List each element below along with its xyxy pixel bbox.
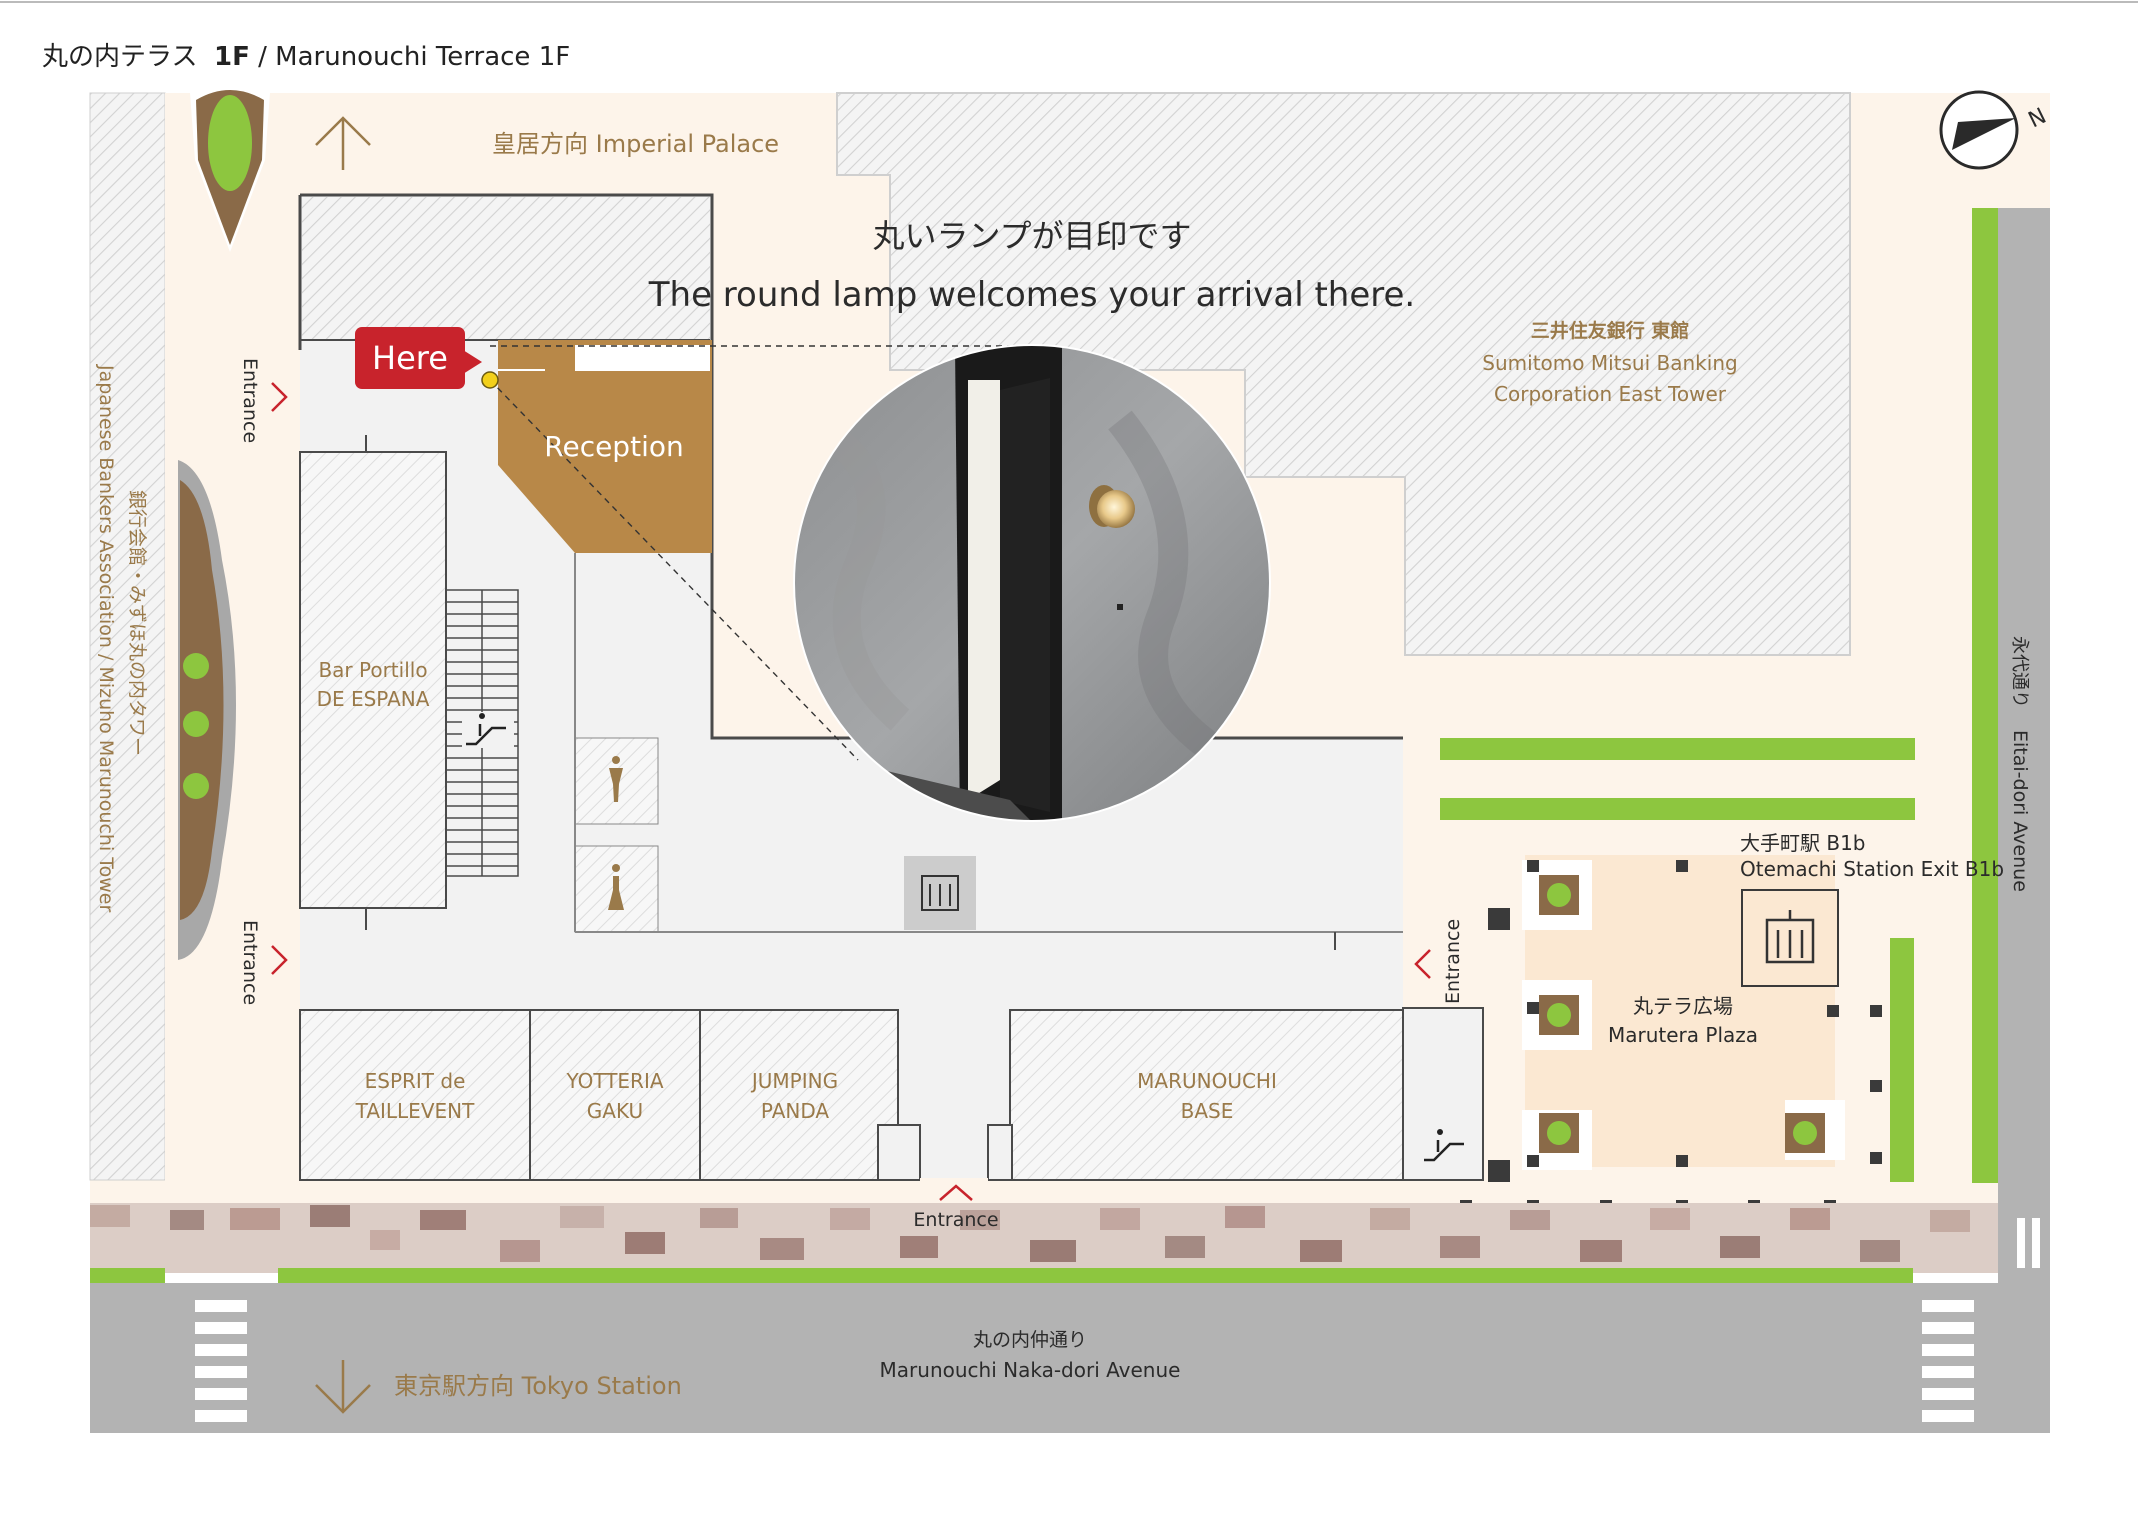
bankers-building [89, 92, 166, 1181]
entrance-label-left-bottom: Entrance [239, 920, 261, 1005]
jumping-label-2: PANDA [761, 1099, 829, 1123]
hedge [1972, 208, 1998, 1183]
nakadori-label-en: Marunouchi Naka-dori Avenue [880, 1358, 1181, 1382]
jumping-panda-shop [699, 1009, 899, 1181]
entrance-label-bottom: Entrance [913, 1209, 998, 1231]
paving-band [90, 1203, 1998, 1273]
eitai-dori-avenue [1998, 208, 2050, 1203]
yotteria-label-1: YOTTERIA [565, 1069, 663, 1093]
escalator-area [1402, 1007, 1484, 1181]
naka-dori-avenue [90, 1283, 2050, 1433]
compass-icon [1939, 90, 2019, 170]
jumping-label-1: JUMPING [750, 1069, 838, 1093]
bankers-label-jp: 銀行会館・みずほ丸の内タワー [126, 490, 148, 756]
yotteria-label-2: GAKU [587, 1099, 643, 1123]
esprit-label-2: TAILLEVENT [355, 1099, 475, 1123]
reception-area [498, 340, 712, 553]
bar-label-2: DE ESPANA [317, 687, 430, 711]
page-title: 丸の内テラス 1F / Marunouchi Terrace 1F [42, 42, 571, 72]
station-label-jp: 大手町駅 B1b [1740, 831, 1866, 855]
station-label-en: Otemachi Station Exit B1b [1740, 857, 2004, 881]
esprit-shop [299, 1009, 531, 1181]
lamp-location-marker [481, 371, 499, 389]
bar-label-1: Bar Portillo [318, 658, 427, 682]
plaza-label-jp: 丸テラ広場 [1633, 994, 1733, 1018]
eitai-label-en: Eitai-dori Avenue [2009, 730, 2031, 892]
esprit-label-1: ESPRIT de [365, 1069, 466, 1093]
base-label-2: BASE [1181, 1099, 1234, 1123]
eitai-label-jp: 永代通り [2009, 636, 2030, 708]
tokyo-station-label: 東京駅方向 Tokyo Station [394, 1372, 682, 1400]
smbc-label-en-2: Corporation East Tower [1494, 382, 1727, 406]
nakadori-label-jp: 丸の内仲通り [973, 1329, 1087, 1351]
elevator-icon [921, 875, 959, 911]
entrance-label-right: Entrance [1442, 919, 1464, 1004]
bar-portillo-shop [299, 451, 447, 909]
hedge [1440, 798, 1915, 820]
callout-jp: 丸いランプが目印です [872, 217, 1191, 255]
entrance-label-left-top: Entrance [239, 358, 261, 443]
entrance-markers [271, 382, 1431, 1201]
plaza-label-en: Marutera Plaza [1608, 1023, 1758, 1047]
yotteria-shop [529, 1009, 701, 1181]
plaza-planters [1522, 860, 1845, 1170]
crosswalk [195, 1300, 1974, 1422]
leader-lines [489, 345, 1036, 761]
callout-en: The round lamp welcomes your arrival the… [648, 275, 1415, 315]
hedge [1890, 938, 1914, 1182]
smbc-label-en-1: Sumitomo Mitsui Banking [1482, 351, 1737, 375]
arrow-down-icon [315, 1360, 371, 1414]
arrow-up-icon [315, 116, 371, 170]
marunouchi-base-shop [1009, 1009, 1404, 1181]
restroom-icon [608, 756, 624, 910]
elevator-icon [1765, 910, 1815, 964]
escalator-icon [1424, 1129, 1464, 1162]
hedge [1440, 738, 1915, 760]
bankers-label-en: Japanese Bankers Association / Mizuho Ma… [95, 364, 117, 912]
escalator-icon [462, 712, 514, 748]
here-badge [355, 327, 482, 389]
base-label-1: MARUNOUCHI [1137, 1069, 1277, 1093]
smbc-label-jp: 三井住友銀行 東館 [1531, 319, 1690, 342]
imperial-palace-label: 皇居方向 Imperial Palace [492, 130, 779, 158]
here-label: Here [372, 339, 448, 377]
reception-label: Reception [544, 430, 683, 463]
station-exit-elevator [1741, 889, 1839, 987]
